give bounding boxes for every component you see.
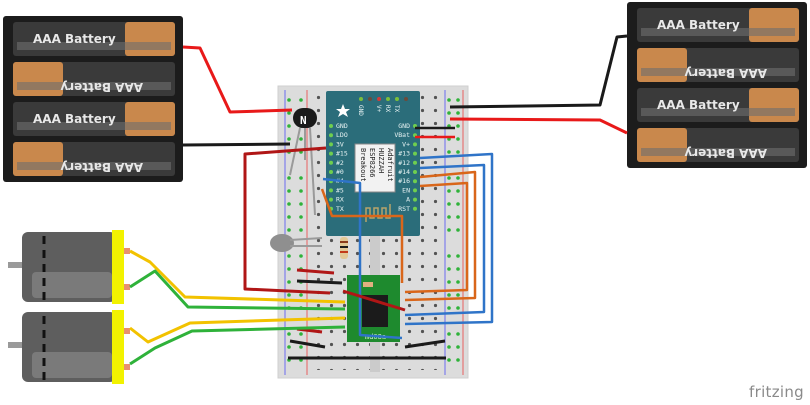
esp-pin-label: GND [398,122,410,130]
wires [129,34,628,366]
battery-cell: AAA Battery [13,102,175,136]
battery-label: AAA Battery [684,66,767,80]
wire-motor1-a [129,249,346,304]
adafruit-star-icon [336,104,350,117]
battery-label: AAA Battery [60,160,143,174]
wire-motor2-b [129,325,346,366]
esp-pin-label: LDO [336,131,348,139]
battery-cell: AAA Battery [13,62,175,96]
wire-rail-red-1 [296,268,335,275]
battery-cell: AAA Battery [637,8,799,42]
wire-battery-left-negative [182,142,291,147]
esp-pin-label: #5 [336,186,344,194]
wire-13 [404,152,494,326]
transistor-label: N [300,114,307,127]
fritzing-watermark: fritzing [749,383,804,401]
esp-title-line: ESP8266 [368,148,376,178]
wire-battery-right-positive [449,117,628,135]
wire-rail-black-3 [404,339,446,349]
wire-12 [404,163,486,317]
led [270,234,323,252]
esp-pin-label: TX [336,205,344,213]
esp-pin-label: V+ [402,140,410,148]
battery-label: AAA Battery [33,112,116,126]
battery-label: AAA Battery [684,146,767,160]
motor-driver-board: md08a [347,275,400,342]
esp-pin-label: #12 [398,159,410,167]
wire-gpio0 [322,177,403,340]
battery-label: AAA Battery [657,98,740,112]
esp-title-line: Breakout [359,148,367,182]
esp-pin-label: A [406,196,410,204]
esp-pin-label: RX [336,196,344,204]
esp-pin-label: #16 [398,177,410,185]
wire-motor1-b [129,269,346,311]
esp-top-pin-label: GND [357,105,364,116]
battery-label: AAA Battery [33,32,116,46]
esp-pin-label: RST [398,205,410,213]
esp-pin-label: EN [402,186,410,194]
esp-pin-label: 3V [336,140,344,148]
battery-cell: AAA Battery [13,22,175,56]
wire-battery-right-negative [449,34,628,109]
esp-pin-label: #2 [336,159,344,167]
battery-label: AAA Battery [60,80,143,94]
esp-pin-label: #14 [398,168,410,176]
wire-battery-left-positive [182,45,293,114]
esp-title-line: HUZZAH [377,148,385,173]
dc-motor-2 [8,310,130,384]
esp-top-pin-label: RX [384,105,391,113]
resistor [340,237,348,259]
battery-label: AAA Battery [657,18,740,32]
wire-3v [243,146,331,295]
battery-cell: AAA Battery [637,48,799,82]
esp-title-line: Adafruit [386,148,394,182]
battery-cell: AAA Battery [637,88,799,122]
wire-rail-black-1 [296,279,343,285]
esp-top-pin-label: V+ [375,105,382,113]
dc-motor-1 [8,230,130,304]
esp-pin-label: #15 [336,150,348,158]
wire-motor2-a [129,316,346,344]
wire-gpio5 [320,188,404,283]
wire-14 [404,170,477,302]
esp-pin-label: #13 [398,150,410,158]
wire-16 [404,181,469,294]
esp-pin-label: #0 [336,168,344,176]
esp-pin-label: VBat [394,131,410,139]
wire-rail-black-2 [289,339,326,349]
wire-driver-diag [342,289,406,312]
esp-top-pin-label: TX [393,105,400,113]
battery-cell: AAA Battery [13,142,175,176]
esp-pin-label: GND [336,122,348,130]
battery-cell: AAA Battery [637,128,799,162]
